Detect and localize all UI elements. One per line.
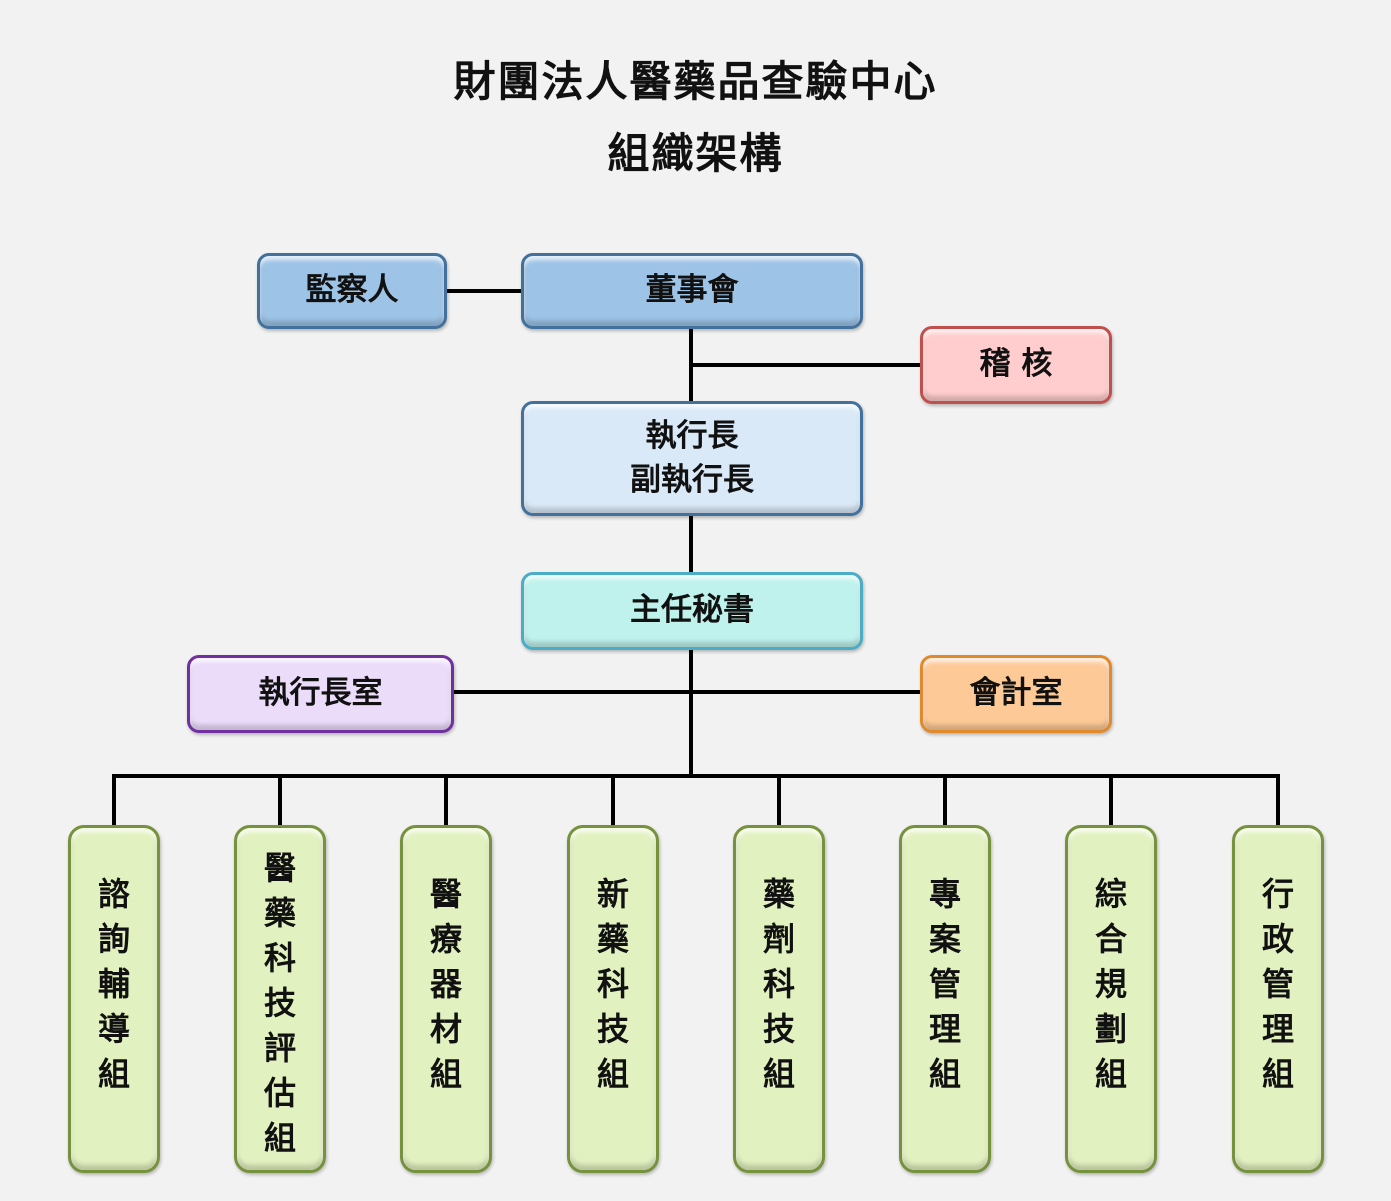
division-label-char: 行 (1261, 875, 1294, 913)
division-label-char: 科 (596, 965, 629, 1003)
connector-offices (453, 690, 922, 694)
division-label: 專案管理組 (929, 872, 961, 1097)
chief-secretary-node: 主任秘書 (521, 572, 863, 650)
division-label: 行政管理組 (1262, 872, 1294, 1097)
division-label-char: 理 (928, 1010, 961, 1048)
chief-secretary-label: 主任秘書 (630, 592, 754, 629)
division-label-char: 材 (429, 1010, 462, 1048)
division-label-char: 管 (928, 965, 961, 1003)
division-label-char: 組 (429, 1055, 462, 1093)
division-label: 藥劑科技組 (763, 872, 795, 1097)
connector-division-drop (278, 776, 282, 827)
division-label-char: 組 (762, 1055, 795, 1093)
division-label: 新藥科技組 (597, 872, 629, 1097)
division-label-char: 劃 (1094, 1010, 1127, 1048)
connector-divisions-bus (112, 774, 1280, 778)
division-label-char: 理 (1261, 1010, 1294, 1048)
division-node: 行政管理組 (1232, 825, 1324, 1173)
division-label-char: 組 (596, 1055, 629, 1093)
division-label-char: 組 (928, 1055, 961, 1093)
division-label-char: 諮 (97, 875, 130, 913)
division-label-char: 藥 (263, 894, 296, 932)
division-label-char: 評 (263, 1029, 296, 1067)
board-node: 董事會 (521, 253, 863, 329)
supervisor-node: 監察人 (257, 253, 447, 329)
division-label-char: 科 (762, 965, 795, 1003)
division-node: 綜合規劃組 (1065, 825, 1157, 1173)
division-node: 醫藥科技評估組 (234, 825, 326, 1173)
connector-division-drop (611, 776, 615, 827)
division-label-char: 專 (928, 875, 961, 913)
division-label-char: 組 (263, 1119, 296, 1157)
division-label-char: 新 (596, 875, 629, 913)
connector-supervisor-board (446, 289, 522, 293)
division-label-char: 療 (429, 920, 462, 958)
division-label-char: 組 (1261, 1055, 1294, 1093)
division-label-char: 案 (928, 920, 961, 958)
connector-division-drop (943, 776, 947, 827)
division-label-char: 藥 (596, 920, 629, 958)
connector-division-drop (444, 776, 448, 827)
board-label: 董事會 (645, 272, 739, 309)
division-label-char: 組 (97, 1055, 130, 1093)
connector-audit (691, 363, 922, 367)
division-label-char: 醫 (263, 849, 296, 887)
division-label-char: 技 (596, 1010, 629, 1048)
division-label-char: 規 (1094, 965, 1127, 1003)
division-label-char: 綜 (1094, 875, 1127, 913)
division-node: 諮詢輔導組 (68, 825, 160, 1173)
division-node: 專案管理組 (899, 825, 991, 1173)
division-label-char: 藥 (762, 875, 795, 913)
division-node: 新藥科技組 (567, 825, 659, 1173)
accounting-label: 會計室 (969, 675, 1063, 712)
division-label-char: 劑 (762, 920, 795, 958)
division-label-char: 技 (263, 984, 296, 1022)
division-label-char: 技 (762, 1010, 795, 1048)
division-label-char: 科 (263, 939, 296, 977)
deputy-ceo-label: 副執行長 (630, 461, 754, 498)
division-label-char: 管 (1261, 965, 1294, 1003)
ceo-node: 執行長 副執行長 (521, 401, 863, 516)
division-node: 醫療器材組 (400, 825, 492, 1173)
connector-division-drop (1109, 776, 1113, 827)
ceo-label: 執行長 (645, 418, 739, 455)
division-label-char: 合 (1094, 920, 1127, 958)
division-label-char: 估 (263, 1074, 296, 1112)
connector-division-drop (777, 776, 781, 827)
connector-division-drop (112, 776, 116, 827)
division-label-char: 政 (1261, 920, 1294, 958)
connector-main-trunk (689, 328, 693, 776)
division-label: 綜合規劃組 (1095, 872, 1127, 1097)
chart-title: 財團法人醫藥品查驗中心 (453, 57, 938, 106)
audit-node: 稽 核 (920, 326, 1112, 404)
division-label: 諮詢輔導組 (98, 872, 130, 1097)
ceo-office-label: 執行長室 (258, 675, 383, 712)
supervisor-label: 監察人 (305, 272, 399, 309)
division-node: 藥劑科技組 (733, 825, 825, 1173)
connector-division-drop (1276, 776, 1280, 827)
division-label-char: 器 (429, 965, 462, 1003)
division-label-char: 詢 (97, 920, 130, 958)
division-label: 醫藥科技評估組 (264, 846, 296, 1161)
division-label-char: 醫 (429, 875, 462, 913)
ceo-office-node: 執行長室 (187, 655, 454, 733)
division-label-char: 導 (97, 1010, 130, 1048)
chart-subtitle: 組織架構 (607, 129, 784, 178)
audit-label: 稽 核 (979, 346, 1053, 383)
division-label: 醫療器材組 (430, 872, 462, 1097)
accounting-node: 會計室 (920, 655, 1112, 733)
division-label-char: 組 (1094, 1055, 1127, 1093)
division-label-char: 輔 (97, 965, 130, 1003)
